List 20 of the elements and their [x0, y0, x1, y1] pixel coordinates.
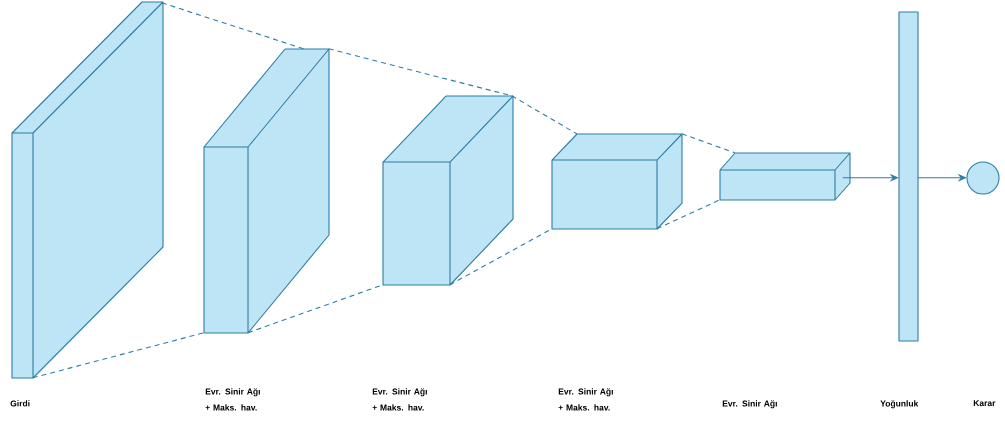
layer-caption: Evr. Sinir Ağı [722, 400, 777, 409]
dashed-line [32, 332, 205, 379]
layer-caption: Karar [973, 400, 996, 407]
dashed-line [328, 48, 513, 97]
output-circle [966, 161, 1000, 195]
dashed-line [681, 133, 736, 154]
dense-layer-bar [898, 11, 919, 342]
layer-caption: Evr. Sinir Ağı + Maks. hav. [372, 388, 427, 411]
dashed-line [511, 95, 578, 135]
layer-caption: Evr. Sinir Ağı + Maks. hav. [558, 388, 613, 411]
layer-caption: Girdi [10, 400, 30, 407]
cuboid [11, 1, 164, 379]
layer-caption: Yoğunluk [880, 400, 919, 409]
dashed-line [656, 199, 721, 230]
cuboid [382, 95, 514, 286]
cuboid [203, 48, 330, 334]
cuboid [719, 152, 851, 201]
layer-caption: Evr. Sinir Ağı + Maks. hav. [205, 388, 260, 411]
dashed-line [161, 2, 305, 50]
cuboid [551, 133, 683, 230]
